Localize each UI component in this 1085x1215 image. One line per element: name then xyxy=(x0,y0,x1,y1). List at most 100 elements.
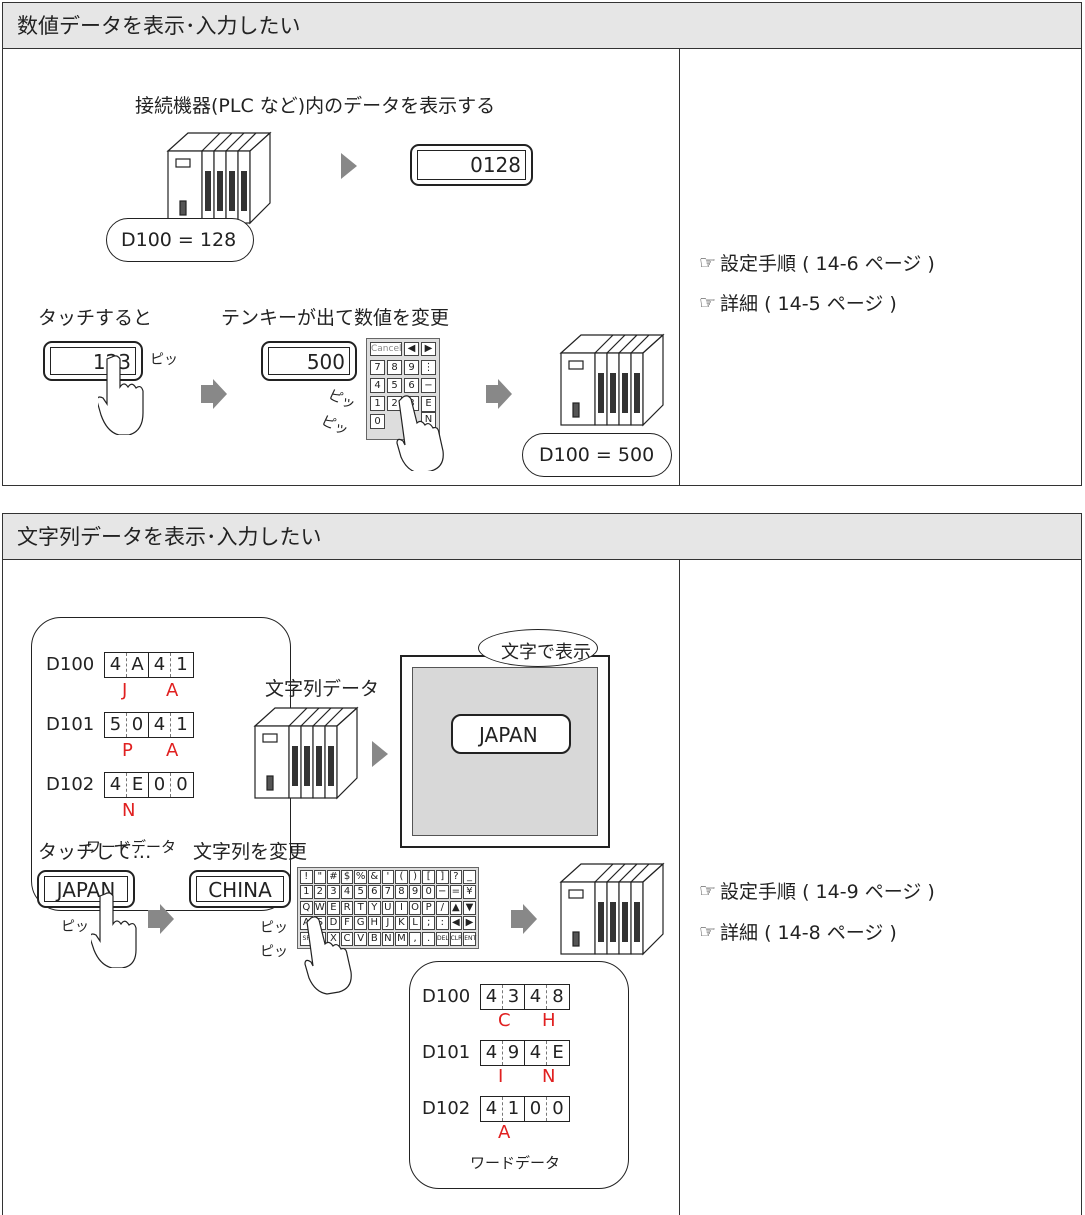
register-label: D101 xyxy=(46,714,95,735)
register-label: D100 xyxy=(46,654,95,675)
keypad-key[interactable]: 6 xyxy=(404,378,419,393)
details-link[interactable]: ☞ 詳細 ( 14-5 ページ ) xyxy=(699,291,897,316)
keyboard-key[interactable]: 1 xyxy=(300,885,313,900)
keypad-key[interactable]: 9 xyxy=(404,360,419,375)
keyboard-key[interactable]: ] xyxy=(436,870,449,884)
decoded-char: A xyxy=(166,740,179,761)
plc-device-icon xyxy=(166,131,272,225)
keyboard-key[interactable]: : xyxy=(436,916,449,931)
keypad-key[interactable]: ▶ xyxy=(421,342,436,356)
keyboard-key[interactable]: DEL xyxy=(436,931,449,946)
keyboard-key[interactable]: # xyxy=(327,870,340,884)
keyboard-key[interactable]: ? xyxy=(449,870,463,884)
keyboard-key[interactable]: . xyxy=(422,931,435,946)
keyboard-key[interactable]: 9 xyxy=(408,885,422,900)
decoded-char: C xyxy=(498,1010,511,1031)
keyboard-key[interactable]: ; xyxy=(422,916,435,931)
keyboard-key[interactable]: H xyxy=(368,916,381,931)
keyboard-key[interactable]: F xyxy=(340,916,354,931)
keyboard-key[interactable]: " xyxy=(313,870,327,884)
keyboard-key[interactable]: T xyxy=(354,900,367,915)
numeric-section: 数値データを表示･入力したい 接続機器(PLC など)内のデータを表示する D1… xyxy=(2,2,1082,486)
details-link[interactable]: ☞ 詳細 ( 14-8 ページ ) xyxy=(699,920,897,945)
keyboard-key[interactable]: , xyxy=(408,931,422,946)
keyboard-key[interactable]: & xyxy=(368,870,381,884)
keyboard-key[interactable]: V xyxy=(354,931,367,946)
keyboard-key[interactable]: ▶ xyxy=(463,916,476,931)
beep-text: ピッ xyxy=(260,920,288,936)
keyboard-key[interactable]: E xyxy=(327,900,340,915)
keyboard-key[interactable]: 6 xyxy=(368,885,381,900)
keyboard-key[interactable]: D xyxy=(327,916,340,931)
keyboard-key[interactable]: _ xyxy=(463,870,476,884)
keyboard-key[interactable]: L xyxy=(408,916,422,931)
keypad-key[interactable]: ⋮ xyxy=(421,360,436,375)
keypad-key[interactable]: 1 xyxy=(370,396,385,411)
pointing-hand-icon: ☞ xyxy=(699,920,717,943)
keyboard-key[interactable]: 5 xyxy=(354,885,367,900)
keyboard-key[interactable]: G xyxy=(354,916,367,931)
keyboard-key[interactable]: O xyxy=(408,900,422,915)
keyboard-key[interactable]: ' xyxy=(381,870,395,884)
string-input[interactable]: JAPAN xyxy=(37,870,135,908)
keyboard-key[interactable]: ▼ xyxy=(463,900,476,915)
keyboard-key[interactable]: ENT xyxy=(463,931,476,946)
keyboard-key[interactable]: R xyxy=(340,900,354,915)
keyboard-key[interactable]: C xyxy=(340,931,354,946)
keyboard-key[interactable]: 3 xyxy=(327,885,340,900)
keypad-key[interactable]: 4 xyxy=(370,378,385,393)
keypad-key[interactable]: ◀ xyxy=(404,342,419,356)
numeric-input[interactable]: 123 xyxy=(43,341,143,381)
keyboard-key[interactable]: 8 xyxy=(395,885,408,900)
keyboard-key[interactable]: ▲ xyxy=(449,900,463,915)
keyboard-key[interactable]: $ xyxy=(340,870,354,884)
keyboard-key[interactable]: ¥ xyxy=(463,885,476,900)
keypad-key[interactable]: Cancel xyxy=(370,342,402,356)
setting-procedure-link[interactable]: ☞ 設定手順 ( 14-6 ページ ) xyxy=(699,251,935,276)
keypad-key[interactable]: 5 xyxy=(387,378,402,393)
keypad-key[interactable]: 0 xyxy=(370,414,385,429)
keyboard-key[interactable]: − xyxy=(436,885,449,900)
arrow-right-icon xyxy=(511,904,537,934)
keyboard-key[interactable]: 0 xyxy=(422,885,435,900)
string-section-title: 文字列データを表示･入力したい xyxy=(3,514,1081,560)
keyboard-key[interactable]: K xyxy=(395,916,408,931)
column-divider xyxy=(679,49,680,485)
keyboard-key[interactable]: 7 xyxy=(381,885,395,900)
keyboard-key[interactable]: W xyxy=(313,900,327,915)
keypad-key[interactable]: − xyxy=(421,378,436,393)
plc-device-icon xyxy=(253,706,359,800)
keypad-key[interactable]: 8 xyxy=(387,360,402,375)
word-data-caption: ワードデータ xyxy=(86,838,177,856)
keyboard-key[interactable]: P xyxy=(422,900,435,915)
keyboard-key[interactable]: CLR xyxy=(449,931,462,946)
keyboard-key[interactable]: [ xyxy=(422,870,435,884)
keyboard-key[interactable]: U xyxy=(381,900,395,915)
keypad-key[interactable]: 7 xyxy=(370,360,385,375)
keyboard-key[interactable]: / xyxy=(436,900,449,915)
keyboard-key[interactable]: J xyxy=(381,916,395,931)
keyboard-key[interactable]: % xyxy=(354,870,367,884)
keypad-key[interactable]: E xyxy=(421,396,436,412)
keyboard-key[interactable]: = xyxy=(449,885,463,900)
keyboard-key[interactable]: ) xyxy=(408,870,422,884)
keyboard-key[interactable]: ◀ xyxy=(449,916,463,931)
keyboard-key[interactable]: Q xyxy=(300,900,313,915)
keyboard-key[interactable]: ! xyxy=(300,870,313,884)
setting-procedure-link[interactable]: ☞ 設定手順 ( 14-9 ページ ) xyxy=(699,879,935,904)
keyboard-key[interactable]: M xyxy=(395,931,408,946)
keyboard-key[interactable]: B xyxy=(368,931,381,946)
keyboard-key[interactable]: I xyxy=(395,900,408,915)
keyboard-key[interactable]: N xyxy=(381,931,395,946)
keyboard-key[interactable]: 4 xyxy=(340,885,354,900)
keyboard-key[interactable]: 2 xyxy=(313,885,327,900)
keyboard-key[interactable]: Y xyxy=(368,900,381,915)
new-string-value: CHINA xyxy=(196,876,284,902)
keyboard-key[interactable]: ( xyxy=(395,870,408,884)
